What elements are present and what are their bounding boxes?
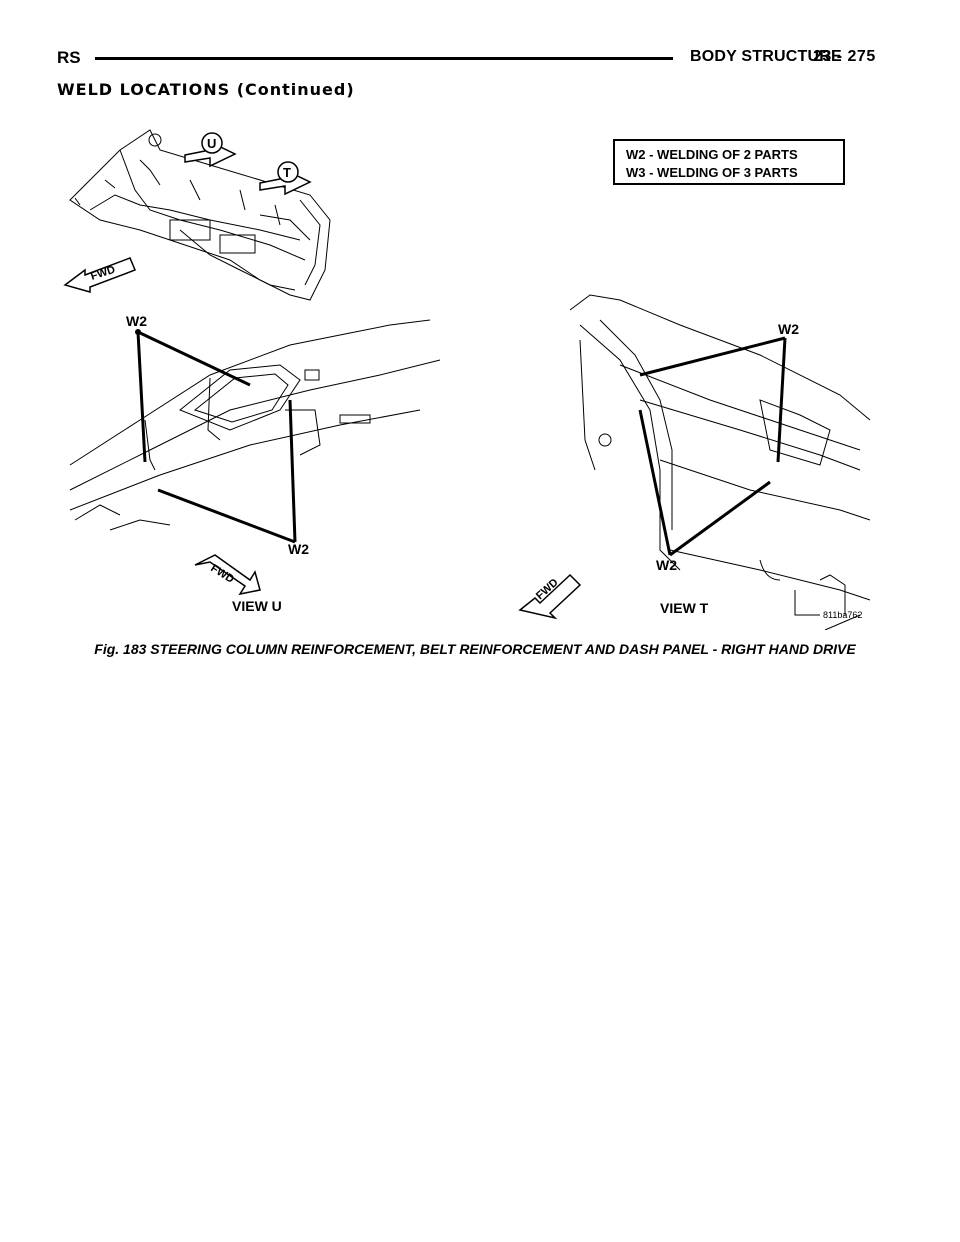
fwd-arrow-view-u: FWD — [194, 554, 261, 596]
header-rule — [95, 57, 673, 60]
header-page-number: 23 - 275 — [813, 48, 876, 65]
weld-label-u-top: W2 — [126, 313, 147, 329]
page-header: RS BODY STRUCTURE 23 - 275 — [57, 48, 880, 72]
legend-box: W2 - WELDING OF 2 PARTS W3 - WELDING OF … — [613, 139, 845, 185]
arrow-u-label: U — [207, 136, 216, 151]
arrow-t-label: T — [283, 165, 291, 180]
header-section-code: RS — [57, 48, 81, 67]
view-t-label: VIEW T — [660, 600, 709, 616]
legend-line-w2: W2 - WELDING OF 2 PARTS — [626, 147, 798, 162]
weld-label-u-bottom: W2 — [288, 541, 309, 557]
view-u-weld-pointers — [135, 329, 297, 544]
weld-label-t-top: W2 — [778, 321, 799, 337]
fwd-label-view-u: FWD — [208, 562, 236, 585]
header-chapter-title: BODY STRUCTURE — [690, 48, 842, 65]
section-title: WELD LOCATIONS (Continued) — [57, 80, 355, 99]
view-u-label: VIEW U — [232, 598, 282, 614]
figure-caption: Fig. 183 STEERING COLUMN REINFORCEMENT, … — [94, 641, 856, 657]
view-t-sketch — [569, 294, 871, 630]
dash-panel-overview-sketch — [69, 129, 331, 301]
arrow-t: T — [259, 161, 312, 196]
figure-id: 811ba762 — [823, 610, 862, 620]
legend-line-w3: W3 - WELDING OF 3 PARTS — [626, 165, 798, 180]
figure-weld-locations: W2 - WELDING OF 2 PARTS W3 - WELDING OF … — [60, 110, 890, 630]
fwd-arrow-view-t: FWD — [518, 573, 582, 620]
view-u-sketch — [69, 319, 441, 531]
figure-illustration: W2 - WELDING OF 2 PARTS W3 - WELDING OF … — [63, 129, 871, 630]
fwd-arrow-overview: FWD — [63, 257, 136, 293]
weld-label-t-bottom: W2 — [656, 557, 677, 573]
view-t-weld-pointers — [638, 336, 787, 557]
arrow-u: U — [184, 132, 237, 168]
